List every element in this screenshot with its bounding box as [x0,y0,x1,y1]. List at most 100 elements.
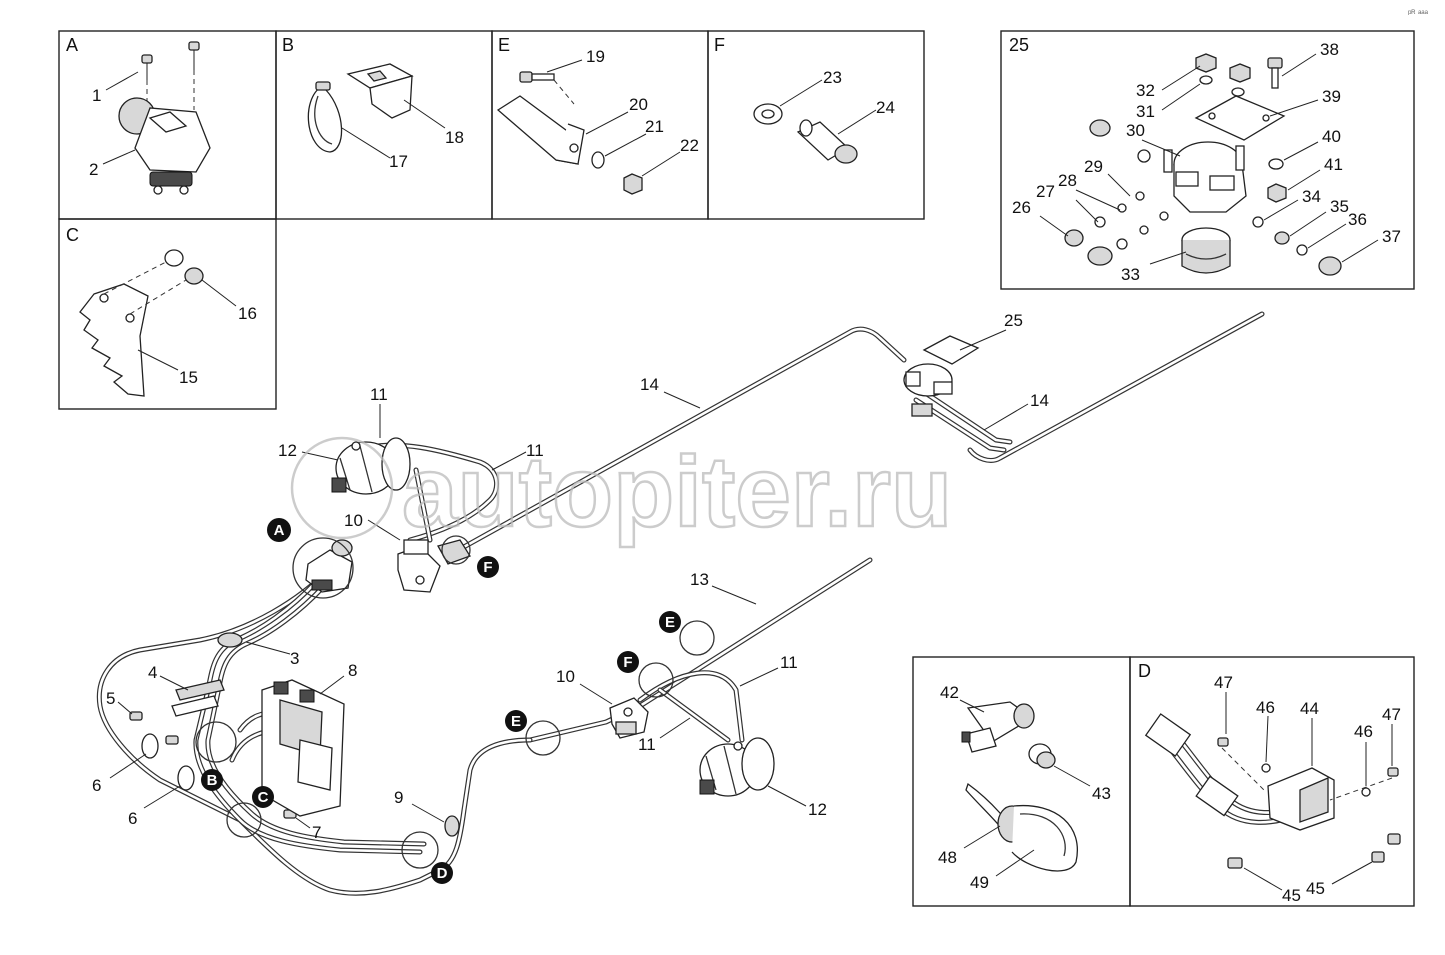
part-label: 33 [1121,265,1140,284]
part-label: 46 [1354,722,1373,741]
hand-brake-valve [118,97,211,195]
nut-icon [753,103,783,125]
part-label: 30 [1126,121,1145,140]
panel-d-frame [1129,656,1415,907]
part-label: 11 [780,653,798,672]
part-label: 16 [238,304,257,323]
nut-icon [1195,53,1251,97]
part-label: 23 [823,68,842,87]
clamp-icon [217,632,243,648]
part-label: 47 [1382,705,1401,724]
hand-brake-valve-main [305,539,353,593]
main-labels: 14 14 25 11 11 12 10 3 4 5 6 6 7 8 9 13 … [92,311,1049,842]
callout-label: A [274,522,285,539]
callout-label: E [511,713,521,730]
part-label: 18 [445,128,464,147]
callout-label: C [258,789,269,806]
part-label: 32 [1136,81,1155,100]
panel-b-letter: B [282,35,294,55]
panel-d-letter: D [1138,661,1151,681]
corner-mark: ᵖᴿ ᵃᵃᵃ [1408,8,1429,18]
part-label: 44 [1300,699,1319,718]
part-label: 8 [348,661,357,680]
panel-f-frame [707,30,925,220]
watermark-text: autopiter.ru [402,436,952,548]
callout-label: B [207,772,218,789]
part-label: 3 [290,649,299,668]
part-label: 17 [389,152,408,171]
bolt-icon [165,735,179,745]
part-label: 34 [1302,187,1321,206]
part-label: 38 [1320,40,1339,59]
pressure-sensor-icon [961,701,1035,753]
callout-f-upper: F [477,556,499,578]
part-label: 5 [106,689,115,708]
callout-f-lower: F [617,651,639,673]
part-label: 41 [1324,155,1343,174]
part-label: 37 [1382,227,1401,246]
callout-b: B [201,769,223,791]
bolt-icon [129,711,143,721]
panel-f-letter: F [714,35,725,55]
detail-circles [195,535,715,869]
part-label: 31 [1136,102,1155,121]
part-label: 14 [1030,391,1049,410]
clamp-icon [175,679,225,701]
part-label: 6 [92,776,101,795]
panel-25-letter: 25 [1009,35,1029,55]
bolt-icon [1217,737,1401,869]
fittings-right [1252,158,1342,276]
callout-label: E [665,614,675,631]
callout-label: D [437,865,448,882]
quick-release-valve-lower [609,697,649,739]
part-label: 26 [1012,198,1031,217]
panel-d: D 47 46 44 [1138,661,1401,905]
grommet-icon [164,249,204,285]
exhaust-silencer [1181,227,1231,274]
mounting-plate [1194,95,1286,141]
clip-icon [177,765,195,791]
panel-f: F 23 24 [714,35,895,164]
clip-icon [444,815,460,837]
clip-icon [141,733,159,759]
panel-e: E 19 20 21 22 [496,35,699,195]
callout-e-lower: E [505,710,527,732]
part-label: 20 [629,95,648,114]
control-valve-8 [261,679,345,817]
part-label: 28 [1058,171,1077,190]
part-label: 39 [1322,87,1341,106]
part-label: 1 [92,86,101,105]
part-label: 25 [1004,311,1023,330]
bolt-icon [1267,57,1283,89]
part-label: 22 [680,136,699,155]
part-label: 19 [586,47,605,66]
panel-c-letter: C [66,225,79,245]
brake-chamber-left [331,437,411,495]
bolt-icon [519,71,555,83]
part-label: 29 [1084,157,1103,176]
part-label: 12 [278,441,297,460]
main-components [129,335,980,837]
part-label: 11 [370,385,388,404]
bracket-icon [496,95,585,165]
panel-a-letter: A [66,35,78,55]
watermark: autopiter.ru [290,435,953,549]
callout-label: F [483,559,492,576]
part-label: 24 [876,98,895,117]
panel-frames [58,30,1415,907]
callout-d: D [431,862,453,884]
part-label: 10 [344,511,363,530]
part-label: 21 [645,117,664,136]
part-label: 11 [638,735,656,754]
panel-c: C 16 15 [66,225,257,397]
washer-icon [591,151,605,169]
panel-b: B 17 18 [282,35,464,171]
part-label: 27 [1036,182,1055,201]
brake-chamber-right [699,737,775,797]
part-label: 7 [312,823,321,842]
callout-a: A [267,518,291,542]
panel-e-letter: E [498,35,510,55]
bracket-icon [79,283,149,397]
part-label: 10 [556,667,575,686]
